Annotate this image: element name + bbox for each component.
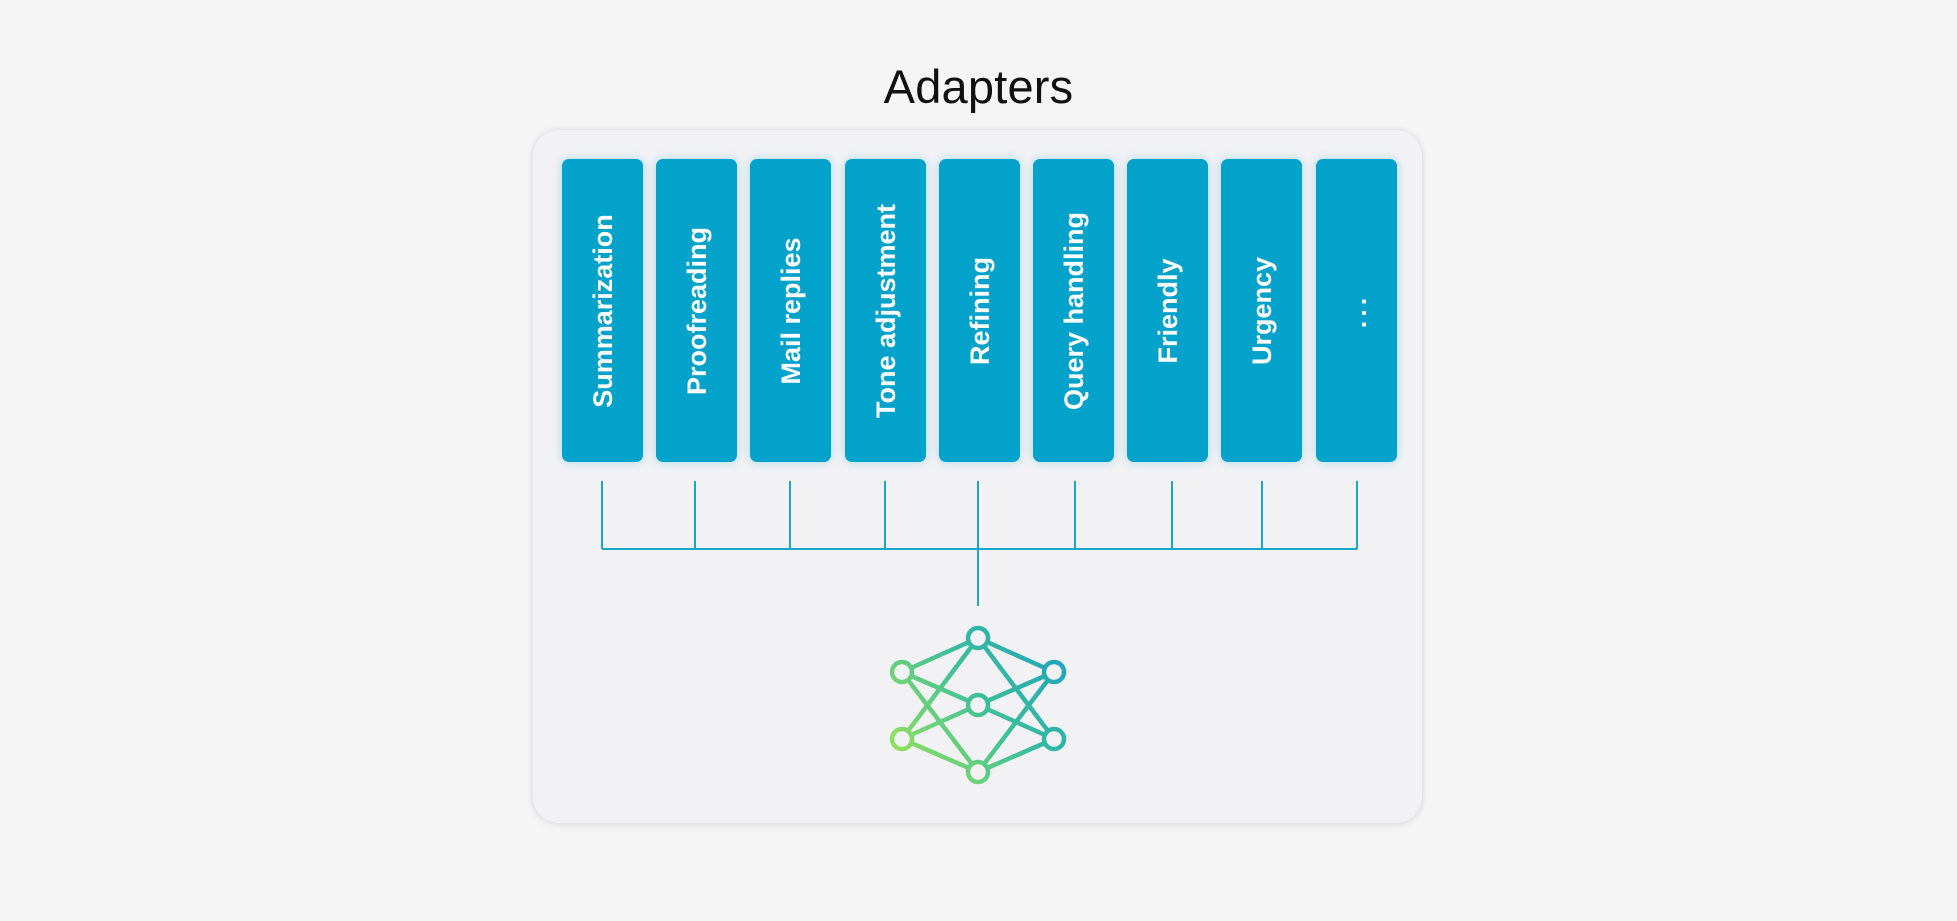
- adapter-block-proofreading: Proofreading: [656, 159, 737, 462]
- neural-network-icon: [889, 625, 1067, 785]
- adapter-block-mail-replies: Mail replies: [750, 159, 831, 462]
- network-node: [965, 759, 991, 785]
- connector-lines: [601, 481, 1358, 606]
- adapter-block-refining: Refining: [939, 159, 1020, 462]
- network-node: [1041, 726, 1067, 752]
- adapter-block-friendly: Friendly: [1127, 159, 1208, 462]
- adapter-block-more: ...: [1316, 159, 1397, 462]
- network-node: [889, 726, 915, 752]
- adapter-block-query-handling: Query handling: [1033, 159, 1114, 462]
- adapter-block-tone-adjustment: Tone adjustment: [845, 159, 926, 462]
- adapter-block-summarization: Summarization: [562, 159, 643, 462]
- network-node: [965, 625, 991, 651]
- network-node: [965, 692, 991, 718]
- network-node: [889, 659, 915, 685]
- diagram-title: Adapters: [883, 60, 1074, 113]
- network-node: [1041, 659, 1067, 685]
- adapter-block-urgency: Urgency: [1221, 159, 1302, 462]
